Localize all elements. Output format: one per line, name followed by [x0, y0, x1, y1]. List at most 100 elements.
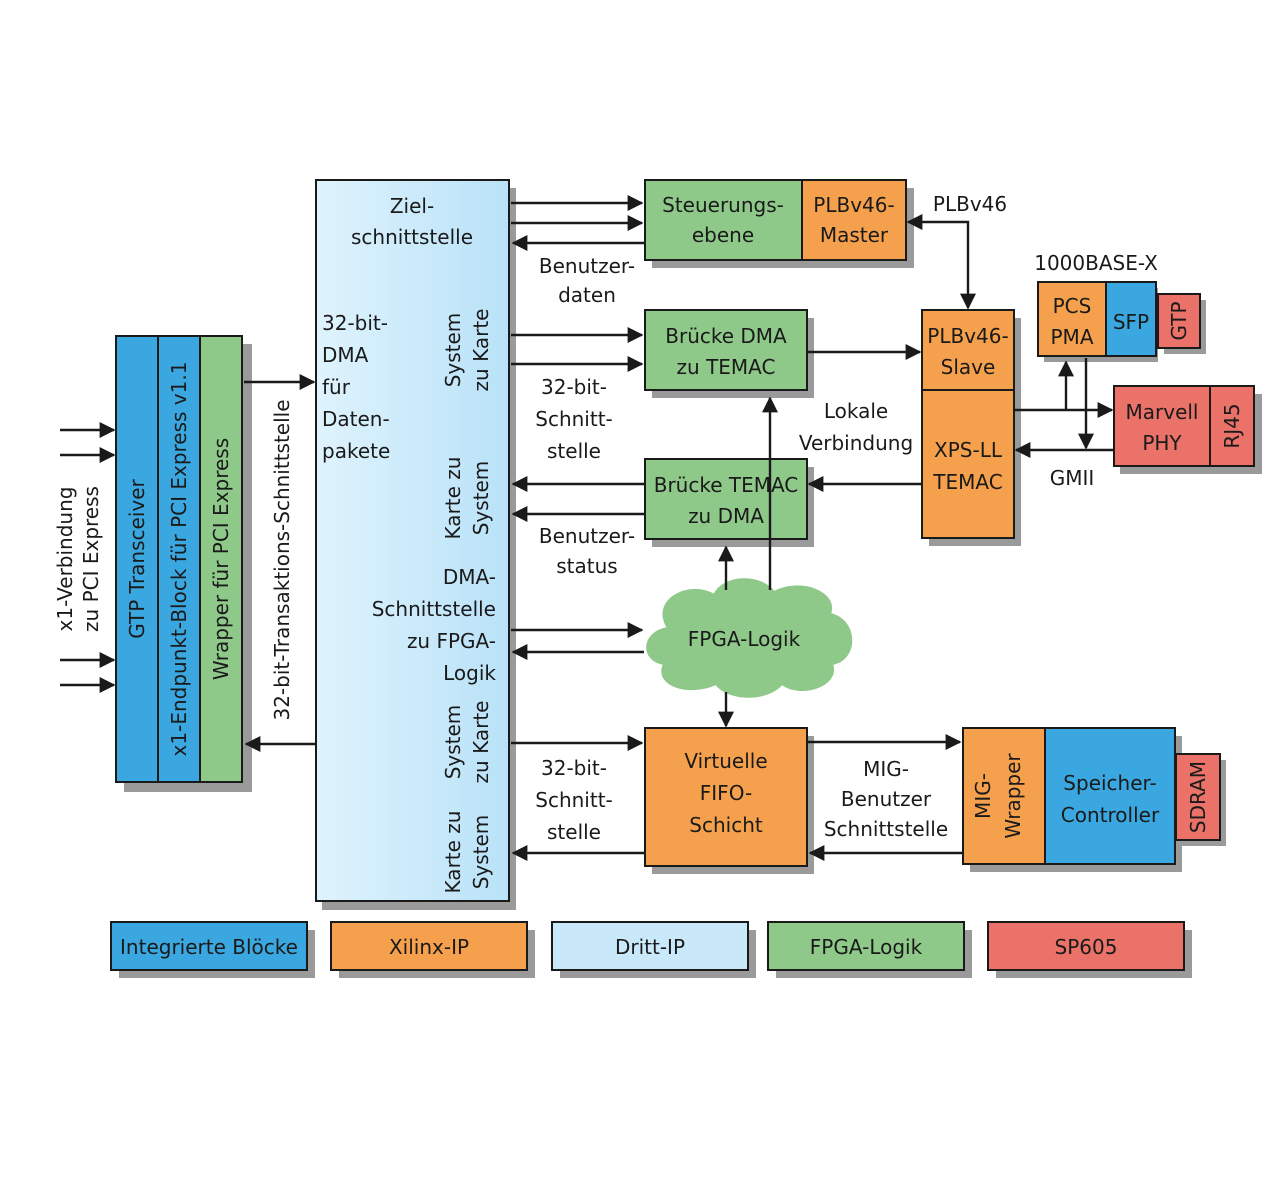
legend-swatch	[767, 921, 965, 971]
card-to-system-2b: System	[469, 815, 493, 890]
legend-swatch	[987, 921, 1185, 971]
plb-slave-label: PLBv46-	[927, 324, 1008, 348]
bridge-temac-dma-block	[644, 458, 808, 540]
plb-master-label: Master	[820, 223, 889, 247]
sdram-label: SDRAM	[1186, 761, 1210, 833]
user-status-label: status	[556, 554, 617, 578]
memory-controller-block	[1044, 727, 1176, 865]
plb-bus-label: PLBv46	[933, 192, 1007, 216]
marvell-phy-label: PHY	[1142, 431, 1182, 455]
plb-slave-label: Slave	[941, 355, 996, 379]
dma-label-line: 32-bit-	[322, 311, 388, 335]
dma-label-line: DMA	[322, 343, 369, 367]
pcs-pma-label: PCS	[1053, 294, 1092, 318]
pci-express-stack: GTP Transceiver x1-Endpunkt-Block für PC…	[115, 335, 252, 792]
plb-master-label: PLBv46-	[813, 193, 894, 217]
legend-label: SP605	[1055, 935, 1118, 959]
interface-label-2: Schnitt-	[535, 788, 613, 812]
sfp-label: SFP	[1113, 310, 1149, 334]
legend-swatch	[551, 921, 749, 971]
sfp-block	[1105, 281, 1157, 357]
xps-temac-block	[921, 389, 1015, 539]
legend-label: FPGA-Logik	[810, 935, 923, 959]
memory-controller-label: Controller	[1061, 803, 1160, 827]
legend: Integrierte Blöcke Xilinx-IP Dritt-IP FPGA-…	[110, 921, 1192, 978]
system-to-card-2b: zu Karte	[469, 701, 493, 784]
legend-label: Xilinx-IP	[389, 935, 469, 959]
marvell-phy-label: Marvell	[1126, 400, 1199, 424]
pci-connection-label-2: zu PCI Express	[79, 486, 103, 632]
fpga-if-line: zu FPGA-	[407, 629, 496, 653]
pcs-pma-label: PMA	[1051, 325, 1094, 349]
mig-wrapper-label: Wrapper	[1001, 753, 1025, 839]
memory-controller-label: Speicher-	[1063, 771, 1156, 795]
legend-label: Dritt-IP	[615, 935, 685, 959]
bridge-temac-dma-label: zu DMA	[688, 504, 764, 528]
interface-label-1: 32-bit-	[541, 375, 607, 399]
dma-packet-label: 32-bit- DMA für Daten- pakete	[322, 311, 390, 463]
pci-wrapper-label: Wrapper für PCI Express	[209, 438, 233, 680]
interface-label-2: stelle	[547, 820, 601, 844]
card-to-system-1a: Karte zu	[441, 457, 465, 540]
mig-user-interface-label: Benutzer	[841, 787, 932, 811]
fpga-interface-label: DMA- Schnittstelle zu FPGA- Logik	[372, 565, 497, 685]
endpoint-block	[157, 335, 201, 783]
bridge-dma-temac-block	[644, 309, 808, 391]
interface-label-1: stelle	[547, 439, 601, 463]
control-plane-label: ebene	[692, 223, 754, 247]
gtp-label: GTP	[1167, 301, 1191, 340]
plb-master-block	[801, 179, 907, 261]
interface-label-2: 32-bit-	[541, 756, 607, 780]
fpga-if-line: Schnittstelle	[372, 597, 496, 621]
fpga-logic-label: FPGA-Logik	[688, 627, 801, 651]
plb-slave-block	[921, 309, 1015, 391]
gtp-transceiver-label: GTP Transceiver	[125, 478, 149, 638]
sdram-block	[1175, 753, 1221, 841]
dma-label-line: pakete	[322, 439, 390, 463]
legend-swatch	[330, 921, 528, 971]
dma-label-line: Daten-	[322, 407, 390, 431]
legend-label: Integrierte Blöcke	[120, 935, 298, 959]
control-plane-label: Steuerungs-	[662, 193, 784, 217]
local-link-label: Lokale	[824, 399, 888, 423]
mig-user-interface-label: Schnittstelle	[824, 817, 948, 841]
xps-temac-label: TEMAC	[932, 470, 1002, 494]
fpga-if-line: DMA-	[443, 565, 496, 589]
user-data-label: daten	[558, 283, 616, 307]
rj45-label: RJ45	[1220, 403, 1244, 448]
gtp-transceiver-block	[115, 335, 159, 783]
virtual-fifo-block	[644, 727, 808, 867]
virtual-fifo-label: FIFO-	[700, 781, 752, 805]
fpga-logic-cloud	[646, 578, 853, 698]
dma-label-line: für	[322, 375, 351, 399]
plb-bus-link	[906, 214, 976, 310]
pci-wrapper-block	[199, 335, 243, 783]
user-data-label: Benutzer-	[539, 254, 635, 278]
target-interface-line1: Ziel-	[390, 194, 434, 218]
mig-wrapper-label: MIG-	[971, 773, 995, 819]
target-interface-line2: schnittstelle	[351, 225, 473, 249]
xps-temac-label: XPS-LL	[934, 438, 1003, 462]
card-to-system-1b: System	[469, 461, 493, 536]
card-to-system-2a: Karte zu	[441, 811, 465, 894]
rj45-block	[1209, 385, 1255, 467]
user-status-label: Benutzer-	[539, 524, 635, 548]
system-to-card-1a: System	[441, 313, 465, 388]
mig-user-interface-label: MIG-	[863, 757, 909, 781]
legend-swatch	[110, 921, 308, 971]
transaction-interface-label: 32-bit-Transaktions-Schnittstelle	[270, 399, 294, 720]
control-plane-block	[644, 179, 803, 261]
dma-block	[315, 179, 510, 902]
bridge-temac-dma-label: Brücke TEMAC	[654, 473, 799, 497]
base-x-label: 1000BASE-X	[1034, 251, 1158, 275]
gmii-label: GMII	[1050, 466, 1095, 490]
system-to-card-1b: zu Karte	[469, 309, 493, 392]
bridge-dma-temac-label: zu TEMAC	[677, 355, 776, 379]
interface-label-1: Schnitt-	[535, 407, 613, 431]
virtual-fifo-label: Virtuelle	[684, 749, 767, 773]
local-link-label: Verbindung	[799, 431, 913, 455]
bridge-dma-temac-label: Brücke DMA	[665, 324, 787, 348]
mig-wrapper-block	[962, 727, 1046, 865]
dma-engine	[315, 179, 516, 910]
